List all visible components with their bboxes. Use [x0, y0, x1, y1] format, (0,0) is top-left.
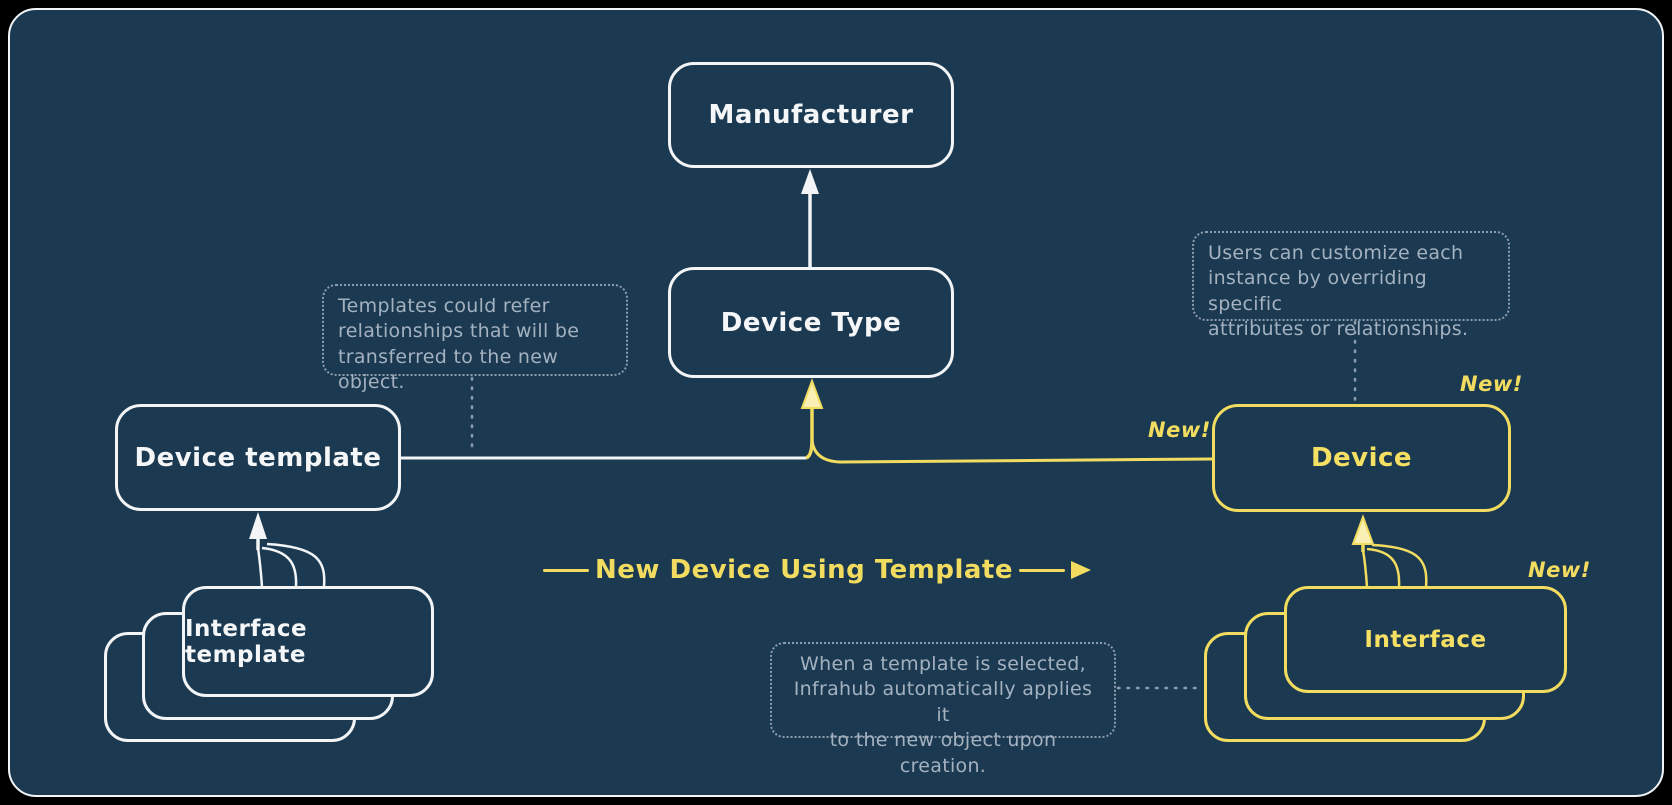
- note-apply-line: When a template is selected,: [800, 653, 1086, 675]
- note-templates: Templates could refer relationships that…: [322, 284, 628, 393]
- flow-arrow: New Device Using Template: [543, 555, 1092, 585]
- note-customize-line: attributes or relationships.: [1208, 318, 1469, 341]
- badge-new-device-line: New!: [1148, 418, 1211, 442]
- node-device-label: Device: [1310, 443, 1413, 473]
- node-device-type-label: Device Type: [720, 307, 902, 338]
- flow-arrow-label: New Device Using Template: [595, 555, 1013, 585]
- flow-arrow-line-left: [543, 568, 590, 572]
- node-manufacturer-label: Manufacturer: [708, 100, 914, 130]
- note-templates-line: Templates could refer: [338, 295, 550, 317]
- flow-arrowhead-icon: [1071, 561, 1092, 579]
- node-device-type: Device Type: [668, 267, 954, 378]
- note-customize: Users can customize each instance by ove…: [1192, 231, 1510, 340]
- note-apply-line: to the new object upon creation.: [829, 729, 1057, 777]
- node-manufacturer: Manufacturer: [668, 62, 954, 168]
- node-device-template-label: Device template: [134, 442, 382, 473]
- node-interface-template-label: Interface template: [185, 615, 308, 668]
- note-templates-line: relationships that will be: [338, 320, 580, 343]
- node-device-template: Device template: [115, 404, 401, 511]
- badge-new-interface-corner: New!: [1528, 558, 1591, 582]
- flow-arrow-line-right: [1018, 568, 1066, 572]
- node-interface: Interface: [1284, 586, 1567, 693]
- node-interface-label: Interface: [1364, 626, 1487, 653]
- note-templates-line: transferred to the new object.: [338, 345, 559, 394]
- note-apply: When a template is selected, Infrahub au…: [770, 642, 1116, 777]
- note-apply-line: Infrahub automatically applies it: [793, 678, 1093, 726]
- node-device: Device: [1212, 404, 1511, 512]
- badge-new-device-corner: New!: [1460, 372, 1523, 396]
- node-interface-template: Interface template: [182, 586, 434, 697]
- note-customize-line: Users can customize each: [1208, 242, 1464, 264]
- note-customize-line: instance by overriding specific: [1208, 267, 1428, 315]
